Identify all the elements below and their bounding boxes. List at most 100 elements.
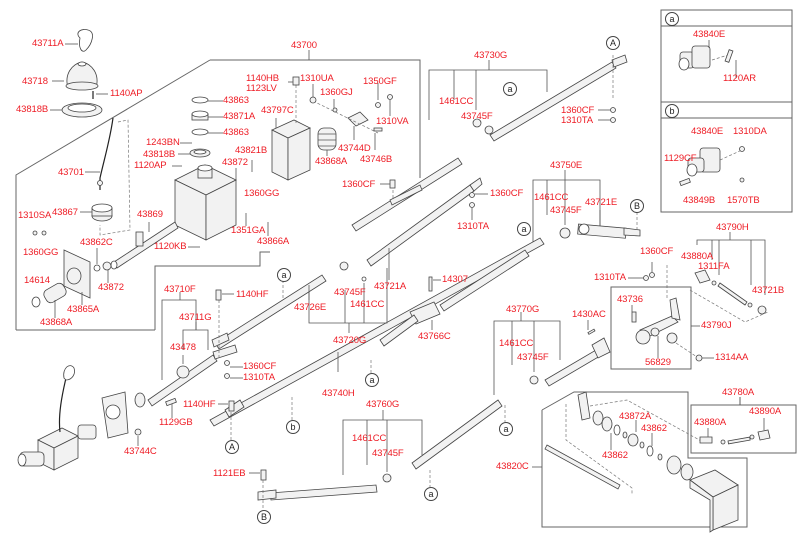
label-43726E[interactable]: 43726E xyxy=(294,302,327,313)
label-14307[interactable]: 14307 xyxy=(442,274,468,285)
marker-A-top[interactable]: A xyxy=(606,36,620,50)
label-1121EB[interactable]: 1121EB xyxy=(213,468,246,479)
label-43865A[interactable]: 43865A xyxy=(67,304,100,315)
label-43863-a[interactable]: 43863 xyxy=(223,95,249,106)
label-43730G[interactable]: 43730G xyxy=(474,50,508,61)
label-43700[interactable]: 43700 xyxy=(291,40,317,51)
label-inset-b-43840E[interactable]: 43840E xyxy=(691,126,724,137)
label-43866A[interactable]: 43866A xyxy=(257,236,290,247)
marker-B-right[interactable]: B xyxy=(630,199,644,213)
label-1310UA[interactable]: 1310UA xyxy=(300,73,334,84)
label-43790H[interactable]: 43790H xyxy=(716,222,749,233)
label-56829[interactable]: 56829 xyxy=(645,357,671,368)
label-43880A-b[interactable]: 43880A xyxy=(694,417,727,428)
label-1461CC-e[interactable]: 1461CC xyxy=(352,433,387,444)
label-43867[interactable]: 43867 xyxy=(52,207,78,218)
label-43718[interactable]: 43718 xyxy=(22,76,48,87)
marker-a-43730[interactable]: a xyxy=(503,82,517,96)
label-43746B[interactable]: 43746B xyxy=(360,154,393,165)
marker-A-bottom[interactable]: A xyxy=(225,440,239,454)
marker-a-43726[interactable]: a xyxy=(277,268,291,282)
label-1314AA[interactable]: 1314AA xyxy=(715,352,749,363)
label-1310TA-a[interactable]: 1310TA xyxy=(561,115,593,126)
label-1140HF-b[interactable]: 1140HF xyxy=(183,399,216,410)
label-43721A[interactable]: 43721A xyxy=(374,281,407,292)
marker-a-43720[interactable]: a xyxy=(365,373,379,387)
label-inset-b-1570TB[interactable]: 1570TB xyxy=(727,195,760,206)
label-1129GB[interactable]: 1129GB xyxy=(159,417,193,428)
label-43820C[interactable]: 43820C xyxy=(496,461,529,472)
label-43862-b[interactable]: 43862 xyxy=(641,423,667,434)
label-1140AP[interactable]: 1140AP xyxy=(110,88,143,99)
label-43880A-a[interactable]: 43880A xyxy=(681,251,714,262)
label-1360GG-b[interactable]: 1360GG xyxy=(23,247,59,258)
label-1310TA-b[interactable]: 1310TA xyxy=(457,221,489,232)
label-1310VA[interactable]: 1310VA xyxy=(376,116,409,127)
label-1243BN[interactable]: 1243BN xyxy=(146,137,180,148)
label-43790J[interactable]: 43790J xyxy=(701,320,732,331)
label-43745F-c[interactable]: 43745F xyxy=(334,287,366,298)
marker-a-43740[interactable]: a xyxy=(517,222,531,236)
label-inset-a-43840E[interactable]: 43840E xyxy=(693,29,726,40)
label-1350GF[interactable]: 1350GF xyxy=(363,76,397,87)
marker-a-43760[interactable]: a xyxy=(424,487,438,501)
label-1360CF-c[interactable]: 1360CF xyxy=(490,188,524,199)
label-43766C[interactable]: 43766C xyxy=(418,331,451,342)
label-1360GJ[interactable]: 1360GJ xyxy=(320,87,353,98)
label-1360CF-e[interactable]: 1360CF xyxy=(243,361,277,372)
label-1360CF-d[interactable]: 1360CF xyxy=(640,246,674,257)
label-1461CC-d[interactable]: 1461CC xyxy=(499,338,534,349)
label-43745F-e[interactable]: 43745F xyxy=(372,448,404,459)
label-43818B-top[interactable]: 43818B xyxy=(16,104,49,115)
label-inset-a-1120AR[interactable]: 1120AR xyxy=(723,73,757,84)
label-1461CC-c[interactable]: 1461CC xyxy=(350,299,385,310)
label-43780A[interactable]: 43780A xyxy=(722,387,755,398)
label-1120AP[interactable]: 1120AP xyxy=(134,160,167,171)
label-43863-b[interactable]: 43863 xyxy=(223,127,249,138)
marker-B-bottom[interactable]: B xyxy=(257,510,271,524)
label-1310SA[interactable]: 1310SA xyxy=(18,210,52,221)
label-43745F-b[interactable]: 43745F xyxy=(550,205,582,216)
label-43745F-a[interactable]: 43745F xyxy=(461,111,493,122)
label-43740H[interactable]: 43740H xyxy=(322,388,355,399)
label-43721B[interactable]: 43721B xyxy=(752,285,785,296)
label-43770G[interactable]: 43770G xyxy=(506,304,540,315)
label-43872-a[interactable]: 43872 xyxy=(222,157,248,168)
label-43862-a[interactable]: 43862 xyxy=(602,450,628,461)
label-43760G[interactable]: 43760G xyxy=(366,399,400,410)
label-inset-b-1310DA[interactable]: 1310DA xyxy=(733,126,767,137)
label-1311FA[interactable]: 1311FA xyxy=(698,261,730,272)
label-43736[interactable]: 43736 xyxy=(617,294,643,305)
label-43868A-top[interactable]: 43868A xyxy=(315,156,348,167)
label-43862C[interactable]: 43862C xyxy=(80,237,113,248)
label-inset-b-1129CF[interactable]: 1129CF xyxy=(664,153,697,164)
label-14614[interactable]: 14614 xyxy=(24,275,50,286)
label-43869[interactable]: 43869 xyxy=(137,209,163,220)
label-1461CC-b[interactable]: 1461CC xyxy=(534,192,569,203)
label-43744C[interactable]: 43744C xyxy=(124,446,157,457)
label-1351GA[interactable]: 1351GA xyxy=(231,225,266,236)
label-1140HB[interactable]: 1140HB xyxy=(246,73,280,84)
label-43890A[interactable]: 43890A xyxy=(749,406,782,417)
label-43745F-d[interactable]: 43745F xyxy=(517,352,549,363)
label-43721E[interactable]: 43721E xyxy=(585,197,618,208)
label-1310TA-c[interactable]: 1310TA xyxy=(594,272,626,283)
label-1360CF-a[interactable]: 1360CF xyxy=(561,105,595,116)
label-43821B[interactable]: 43821B xyxy=(235,145,268,156)
label-43701[interactable]: 43701 xyxy=(58,167,84,178)
label-43744D[interactable]: 43744D xyxy=(338,143,371,154)
marker-b-bottom[interactable]: b xyxy=(286,420,300,434)
label-1360GG-a[interactable]: 1360GG xyxy=(244,188,280,199)
label-43872-b[interactable]: 43872 xyxy=(98,282,124,293)
label-43710F[interactable]: 43710F xyxy=(164,284,196,295)
label-43478[interactable]: 43478 xyxy=(170,342,196,353)
label-1310TA-d[interactable]: 1310TA xyxy=(243,372,275,383)
label-43868A[interactable]: 43868A xyxy=(40,317,73,328)
label-43711A[interactable]: 43711A xyxy=(32,38,64,49)
label-inset-b-43849B[interactable]: 43849B xyxy=(683,195,716,206)
label-43871A[interactable]: 43871A xyxy=(223,111,256,122)
label-43720G[interactable]: 43720G xyxy=(333,335,367,346)
label-43872A[interactable]: 43872A xyxy=(619,411,652,422)
label-43750E[interactable]: 43750E xyxy=(550,160,583,171)
label-43797C[interactable]: 43797C xyxy=(261,105,294,116)
